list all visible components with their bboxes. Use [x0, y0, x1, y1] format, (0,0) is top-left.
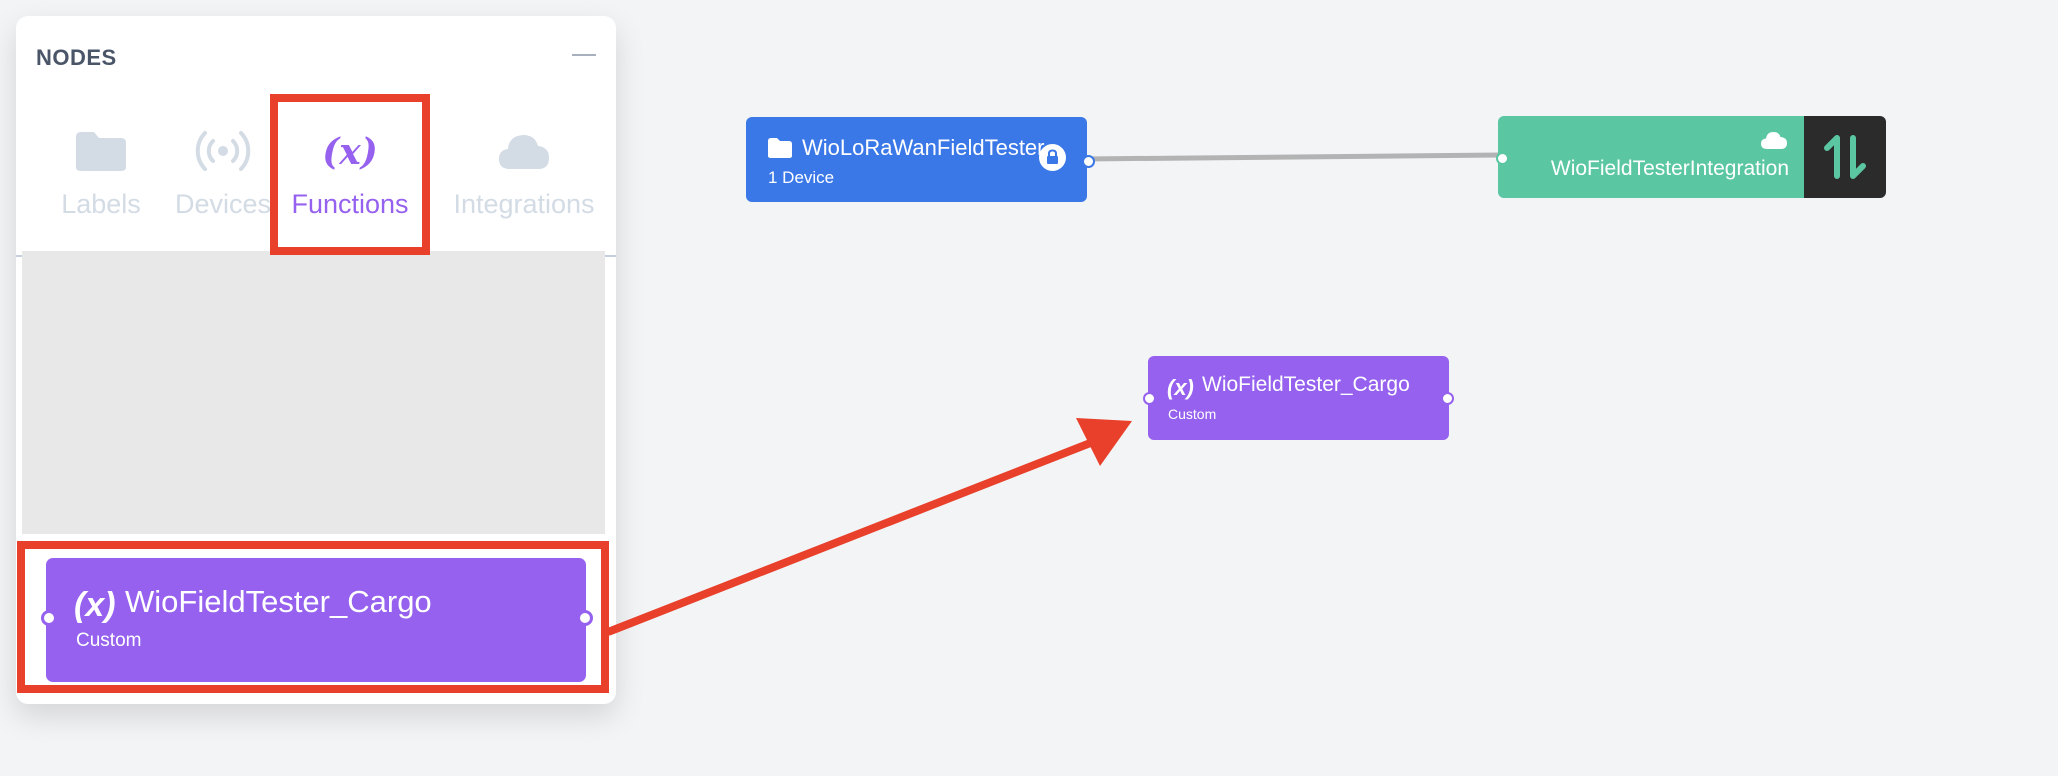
signal-icon: [195, 129, 251, 178]
integration-node[interactable]: WioFieldTesterIntegration: [1498, 116, 1886, 198]
label-name: WioLoRaWanFieldTester: [802, 135, 1045, 160]
input-port[interactable]: [41, 610, 57, 626]
integration-input-port[interactable]: [1496, 152, 1509, 165]
node-type-tabs: Labels Devices (x) Functions: [16, 111, 616, 255]
integration-node-body: WioFieldTesterIntegration: [1498, 116, 1804, 198]
function-name: WioFieldTester_Cargo: [125, 584, 432, 619]
output-port[interactable]: [1082, 155, 1095, 168]
function-icon: (x): [1167, 375, 1194, 400]
output-port[interactable]: [1441, 392, 1454, 405]
lock-icon[interactable]: [1039, 144, 1066, 171]
input-port[interactable]: [1143, 392, 1156, 405]
tab-integrations[interactable]: Integrations: [434, 111, 614, 255]
device-count: 1 Device: [768, 168, 835, 187]
output-port[interactable]: [577, 610, 593, 626]
cloud-icon: [496, 129, 552, 178]
panel-placeholder-area: [22, 251, 605, 534]
annotation-arrow-shaft: [606, 436, 1100, 636]
tab-labels[interactable]: Labels: [36, 111, 166, 255]
tab-integrations-label: Integrations: [453, 189, 595, 219]
function-icon: (x): [322, 129, 378, 178]
integration-logo: [1804, 116, 1886, 198]
function-palette-item[interactable]: (x) WioFieldTester_Cargo Custom: [41, 558, 593, 682]
transfer-icon: [1824, 135, 1866, 179]
nodes-panel: NODES Labels Devices: [16, 16, 616, 704]
collapse-panel-button[interactable]: [572, 54, 596, 56]
function-node[interactable]: (x) WioFieldTester_Cargo Custom: [1143, 356, 1454, 440]
function-type: Custom: [1168, 406, 1217, 422]
annotation-arrow-head: [1076, 418, 1132, 466]
svg-text:(x): (x): [324, 131, 376, 173]
integration-name: WioFieldTesterIntegration: [1550, 157, 1789, 180]
tab-labels-label: Labels: [61, 189, 141, 219]
cloud-icon: [1760, 130, 1788, 155]
folder-icon: [767, 137, 793, 164]
function-name: WioFieldTester_Cargo: [1202, 373, 1410, 396]
function-type: Custom: [76, 630, 142, 651]
folder-icon: [74, 129, 128, 178]
tab-devices[interactable]: Devices: [158, 111, 288, 255]
connection-edge[interactable]: [1084, 152, 1501, 162]
function-icon: (x): [74, 586, 116, 624]
panel-title: NODES: [36, 45, 117, 70]
tab-functions-label: Functions: [291, 189, 409, 219]
label-node[interactable]: WioLoRaWanFieldTester 1 Device: [746, 117, 1095, 202]
tab-functions[interactable]: (x) Functions: [290, 111, 410, 255]
tab-devices-label: Devices: [174, 189, 272, 219]
